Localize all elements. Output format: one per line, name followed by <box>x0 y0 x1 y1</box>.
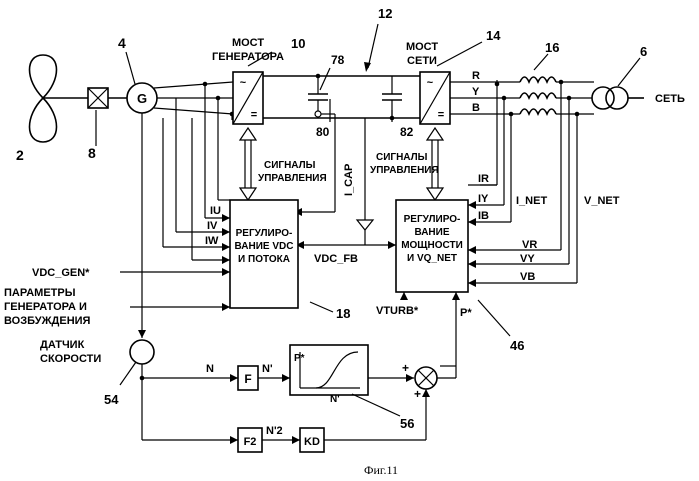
svg-text:IR: IR <box>478 173 489 185</box>
svg-text:Y: Y <box>472 86 480 98</box>
figure-caption: Фиг.11 <box>364 463 398 477</box>
svg-text:+: + <box>414 387 421 401</box>
ref-80: 80 <box>316 125 330 139</box>
svg-text:V_NET: V_NET <box>584 195 620 207</box>
svg-text:УПРАВЛЕНИЯ: УПРАВЛЕНИЯ <box>258 173 327 184</box>
ref-8: 8 <box>88 145 96 161</box>
svg-text:F: F <box>244 372 251 386</box>
grid-bridge-label: МОСТ <box>406 41 438 53</box>
svg-text:И ПОТОКА: И ПОТОКА <box>238 254 290 265</box>
ref-14: 14 <box>486 28 501 43</box>
ref-78: 78 <box>331 53 345 67</box>
svg-text:+: + <box>402 361 409 375</box>
svg-text:P*: P* <box>294 353 305 364</box>
grid-label: СЕТЬ <box>655 93 685 105</box>
svg-text:N': N' <box>330 394 340 405</box>
svg-text:F2: F2 <box>244 436 257 448</box>
svg-text:VB: VB <box>520 271 535 283</box>
svg-text:=: = <box>251 109 257 121</box>
generator-bridge-label: МОСТ <box>232 37 264 49</box>
ref-2: 2 <box>16 147 24 163</box>
svg-text:N: N <box>206 363 214 375</box>
grid-inductors <box>520 75 556 121</box>
ref-82: 82 <box>400 125 414 139</box>
ref-6: 6 <box>640 44 647 59</box>
ref-10: 10 <box>291 36 305 51</box>
ref-46: 46 <box>510 338 524 353</box>
svg-text:ГЕНЕРАТОРА И: ГЕНЕРАТОРА И <box>4 301 87 313</box>
svg-text:IW: IW <box>205 235 219 247</box>
svg-text:IB: IB <box>478 210 489 222</box>
svg-text:KD: KD <box>304 436 320 448</box>
generator-symbol: G <box>137 91 147 106</box>
ref-18: 18 <box>336 306 350 321</box>
svg-text:ВАНИЕ: ВАНИЕ <box>414 227 449 238</box>
speed-sensor-label: ДАТЧИК <box>40 339 85 351</box>
svg-text:ВОЗБУЖДЕНИЯ: ВОЗБУЖДЕНИЯ <box>4 315 91 327</box>
ref-16: 16 <box>545 40 559 55</box>
svg-text:IV: IV <box>207 220 218 232</box>
svg-text:~: ~ <box>240 77 247 89</box>
ref-54: 54 <box>104 392 119 407</box>
svg-text:N': N' <box>262 363 273 375</box>
svg-text:IU: IU <box>210 205 221 217</box>
svg-text:РЕГУЛИРО-: РЕГУЛИРО- <box>404 214 461 225</box>
control-arrow-grid <box>427 128 443 200</box>
svg-text:IY: IY <box>478 193 489 205</box>
vdc-gen-label: VDC_GEN* <box>32 267 90 279</box>
svg-text:N'2: N'2 <box>266 425 283 437</box>
i-cap-label: I_CAP <box>343 164 355 196</box>
gen-params-label: ПАРАМЕТРЫ <box>4 287 76 299</box>
svg-text:И VQ_NET: И VQ_NET <box>407 253 457 264</box>
svg-text:R: R <box>472 70 480 82</box>
svg-text:СКОРОСТИ: СКОРОСТИ <box>40 353 101 365</box>
ctrl-signals-grid-label: СИГНАЛЫ <box>376 152 428 163</box>
ctrl-signals-gen-label: СИГНАЛЫ <box>264 160 316 171</box>
svg-text:УПРАВЛЕНИЯ: УПРАВЛЕНИЯ <box>370 165 439 176</box>
vturb-label: VTURB* <box>376 305 419 317</box>
ref-56: 56 <box>400 416 414 431</box>
svg-text:VY: VY <box>520 253 535 265</box>
vdc-fb-label: VDC_FB <box>314 253 358 265</box>
svg-text:ВАНИЕ VDC: ВАНИЕ VDC <box>235 241 294 252</box>
svg-text:~: ~ <box>427 77 434 89</box>
svg-text:РЕГУЛИРО-: РЕГУЛИРО- <box>236 228 293 239</box>
control-arrow-generator <box>240 128 256 200</box>
p-star-label: P* <box>460 307 472 319</box>
speed-sensor <box>130 340 154 364</box>
ref-12: 12 <box>378 6 392 21</box>
generator-bridge-label-2: ГЕНЕРАТОРА <box>212 51 284 63</box>
svg-text:VR: VR <box>522 239 537 251</box>
grid-bridge-label-2: СЕТИ <box>407 55 437 67</box>
grid-transformer <box>592 87 614 109</box>
svg-text:=: = <box>438 109 444 121</box>
svg-text:B: B <box>472 102 480 114</box>
svg-text:МОЩНОСТИ: МОЩНОСТИ <box>401 240 463 251</box>
svg-text:I_NET: I_NET <box>516 195 547 207</box>
ref-4: 4 <box>118 35 126 51</box>
